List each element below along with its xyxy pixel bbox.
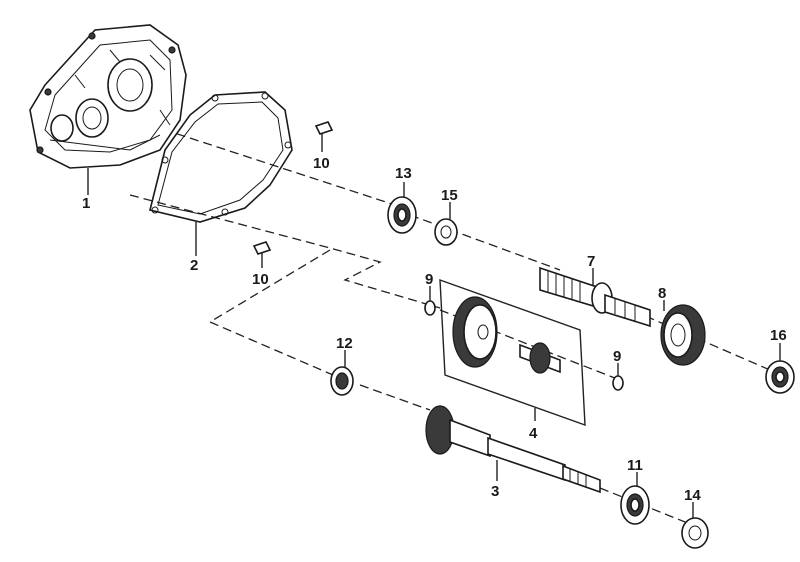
- callout-9-lower: 9: [613, 348, 621, 365]
- main-shaft-3-part: [425, 405, 601, 494]
- callout-7: 7: [587, 253, 595, 270]
- callout-13: 13: [395, 165, 412, 182]
- countershaft-7-part: [539, 266, 651, 328]
- callout-9-upper: 9: [425, 271, 433, 288]
- dowel-pin-upper-part: [314, 121, 334, 135]
- dowel-pin-lower-part: [252, 241, 272, 255]
- washer-14-part: [681, 517, 709, 549]
- gear-assembly-4-group: [439, 278, 586, 427]
- bearing-13-part: [387, 196, 417, 234]
- gasket-part: [149, 91, 293, 223]
- callout-10-lower: 10: [252, 271, 269, 288]
- gear-8-part: [660, 304, 706, 366]
- callout-16: 16: [770, 327, 787, 344]
- callout-14: 14: [684, 487, 701, 504]
- callout-8: 8: [658, 285, 666, 302]
- circlip-upper-part: [424, 300, 436, 316]
- callout-11: 11: [627, 457, 643, 474]
- callout-4: 4: [529, 425, 538, 442]
- circlip-lower-part: [612, 375, 624, 391]
- transmission-case-part: [29, 24, 187, 169]
- bearing-12-part: [330, 366, 354, 396]
- callout-2: 2: [190, 257, 198, 274]
- collar-15-part: [434, 218, 458, 246]
- leader-lines: [87, 134, 781, 518]
- callout-12: 12: [336, 335, 353, 352]
- oil-seal-16-part: [765, 360, 795, 394]
- bearing-11-part: [620, 485, 650, 525]
- callout-10-upper: 10: [313, 155, 330, 172]
- callout-1: 1: [82, 195, 90, 212]
- callout-3: 3: [491, 483, 499, 500]
- callout-labels: 1 2 3 4 7 8 9 9 10 10 11 12 13 14 15 16: [82, 155, 787, 504]
- callout-15: 15: [441, 187, 458, 204]
